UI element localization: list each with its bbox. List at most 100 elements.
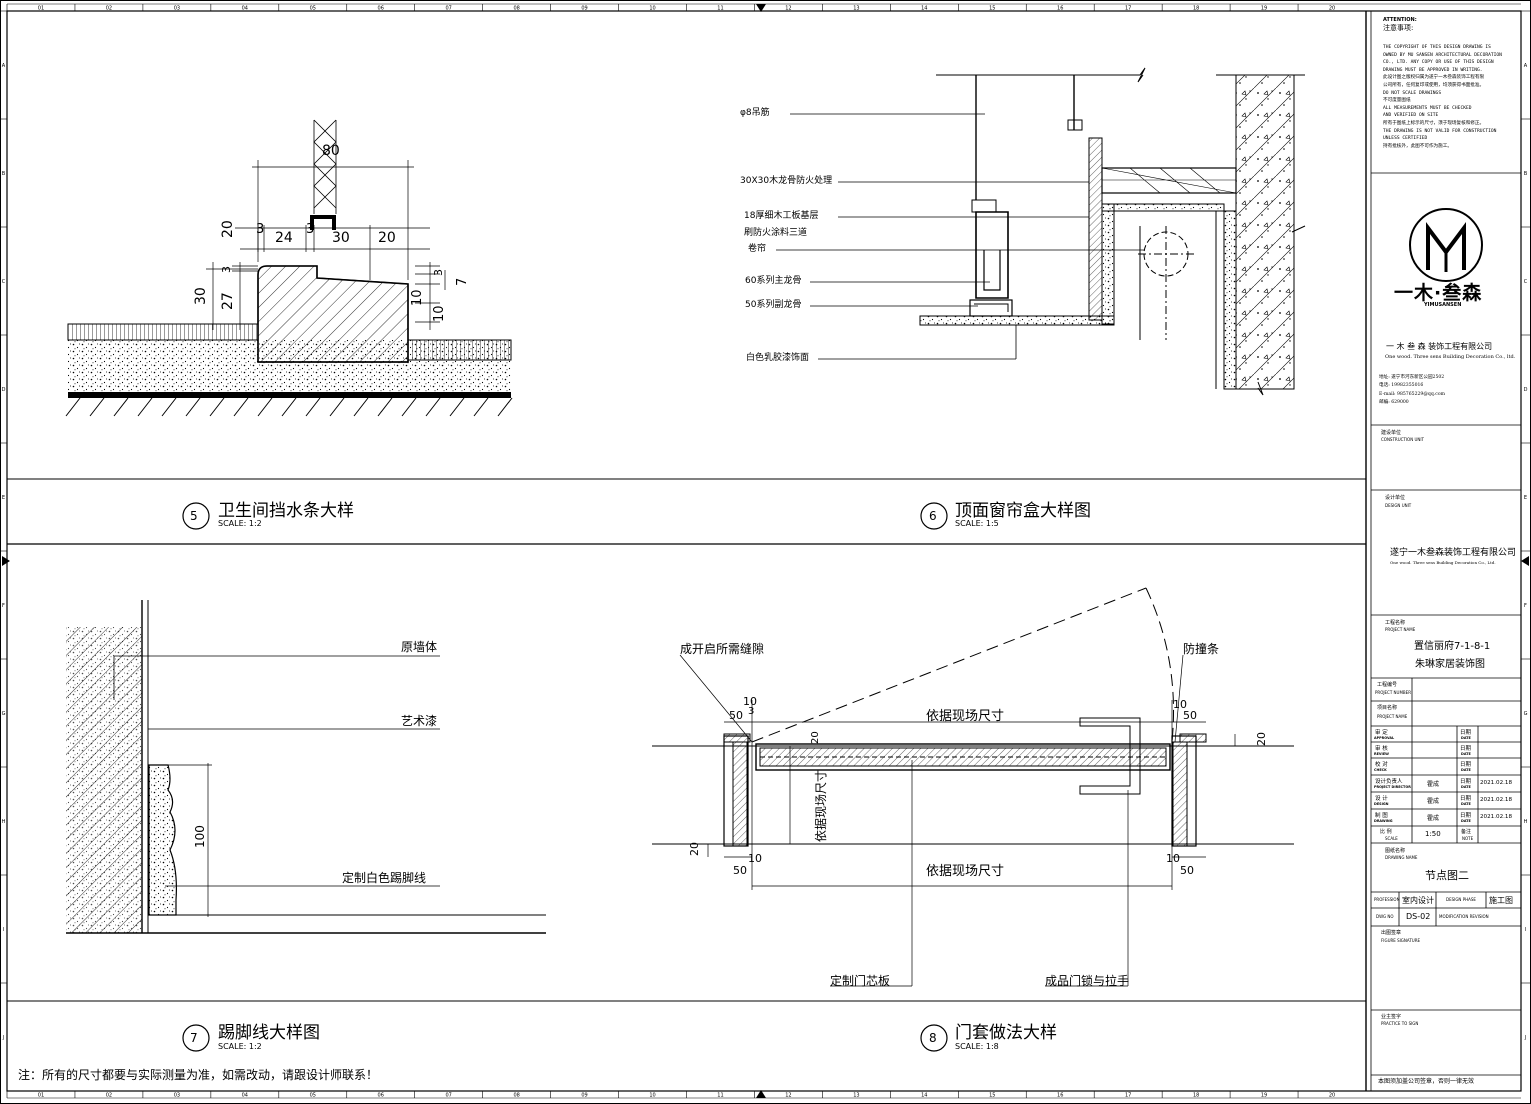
tb-company-cn: 一 木 叁 森 装饰工程有限公司 bbox=[1386, 342, 1493, 351]
grid-row-label: C bbox=[1524, 279, 1528, 285]
grid-column-label: 20 bbox=[1329, 1093, 1335, 1099]
d5-dim-3b: 3 bbox=[306, 222, 315, 237]
d6-label-sub-keel: 50系列副龙骨 bbox=[745, 300, 802, 310]
detail-number-circles bbox=[182, 502, 948, 1052]
grid-column-label: 11 bbox=[717, 1093, 723, 1099]
tb-design-unit-en: DESIGN UNIT bbox=[1385, 503, 1412, 508]
grid-column-label: 04 bbox=[242, 6, 248, 12]
d5-dim-20-top: 20 bbox=[378, 230, 396, 246]
grid-column-label: 01 bbox=[38, 1093, 44, 1099]
grid-column-label: 05 bbox=[310, 6, 316, 12]
d8-label-door-panel: 定制门芯板 bbox=[830, 974, 891, 988]
detail-6-title: 顶面窗帘盒大样图 bbox=[955, 501, 1091, 521]
d7-label-wall: 原墙体 bbox=[401, 640, 438, 654]
tb-row-date-en: DATE bbox=[1461, 784, 1471, 789]
d5-dim-3a: 3 bbox=[256, 222, 265, 237]
grid-row-label: E bbox=[2, 495, 5, 501]
d6-label-base-board: 18厚细木工板基层 bbox=[744, 211, 819, 221]
tb-attention-cn: 注意事项: bbox=[1383, 24, 1414, 32]
grid-column-label: 17 bbox=[1125, 6, 1131, 12]
grid-column-label: 14 bbox=[921, 6, 927, 12]
grid-column-label: 13 bbox=[853, 6, 859, 12]
tb-design-company-en: One wood. Three sens Building Decoration… bbox=[1390, 560, 1496, 565]
tb-row-role-en: REVIEW bbox=[1374, 752, 1389, 756]
tb-row-date: 2021.02.18 bbox=[1480, 796, 1513, 803]
grid-row-label: C bbox=[2, 279, 6, 285]
detail-6-drawing bbox=[776, 67, 1306, 396]
detail-7-scale: SCALE: 1:2 bbox=[218, 1042, 262, 1051]
grid-row-label: H bbox=[2, 819, 6, 825]
grid-row-label: I bbox=[1525, 927, 1526, 933]
tb-design-unit-cn: 设计单位 bbox=[1385, 495, 1406, 501]
grid-column-label: 04 bbox=[242, 1093, 248, 1099]
tb-note-line: THE DRAWING IS NOT VALID FOR CONSTRUCTIO… bbox=[1383, 128, 1497, 134]
tb-footer: 本图须加盖公司签章，否则一律无效 bbox=[1378, 1078, 1475, 1085]
d5-dim-24: 24 bbox=[275, 230, 293, 246]
tb-contact-line: 电话: 19982355016 bbox=[1379, 383, 1424, 389]
grid-column-label: 02 bbox=[106, 6, 112, 12]
tb-row-role-en: CHECK bbox=[1374, 768, 1387, 773]
grid-row-label: I bbox=[3, 927, 4, 933]
tb-project-number-cn: 工程编号 bbox=[1377, 682, 1398, 688]
d8-label-lock-handle: 成品门锁与拉手 bbox=[1045, 974, 1130, 988]
tb-row-role-cn: 制 图 bbox=[1375, 812, 1388, 819]
grid-row-label: D bbox=[1524, 387, 1528, 393]
grid-column-label: 10 bbox=[649, 1093, 655, 1099]
tb-row-date-cn: 日期 bbox=[1460, 812, 1472, 819]
d8-dim-50-br: 50 bbox=[1180, 864, 1194, 877]
tb-row-date-cn: 日期 bbox=[1460, 795, 1472, 802]
tb-attention-en: ATTENTION: bbox=[1383, 17, 1417, 23]
tb-note-line: THE COPYRIGHT OF THIS DESIGN DRAWING IS bbox=[1383, 45, 1491, 50]
tb-scale-en: SCALE bbox=[1385, 836, 1398, 841]
d5-dim-80: 80 bbox=[322, 143, 340, 159]
tb-scale-value: 1:50 bbox=[1425, 830, 1441, 838]
tb-drawing-name: 节点图二 bbox=[1425, 869, 1469, 882]
grid-column-label: 20 bbox=[1329, 6, 1335, 12]
grid-column-label: 02 bbox=[106, 1093, 112, 1099]
d8-label-gap: 成开启所需缝隙 bbox=[680, 642, 765, 656]
d6-label-roller-blind: 卷帘 bbox=[748, 244, 767, 254]
grid-column-label: 16 bbox=[1057, 6, 1063, 12]
tb-design-phase: 施工图 bbox=[1489, 896, 1513, 905]
detail-7-number: 7 bbox=[190, 1031, 198, 1045]
company-logo-mark bbox=[1409, 208, 1483, 282]
grid-column-label: 19 bbox=[1261, 1093, 1267, 1099]
tb-row-role-en: APPROVAL bbox=[1374, 736, 1395, 740]
detail-5-number: 5 bbox=[190, 509, 198, 523]
grid-column-label: 12 bbox=[785, 1093, 791, 1099]
tb-item-name-en: PROJECT NAME bbox=[1377, 714, 1408, 719]
d6-label-main-keel: 60系列主龙骨 bbox=[745, 276, 802, 286]
tb-row-role-cn: 设 计 bbox=[1375, 795, 1388, 802]
d5-dim-3-right: 3 bbox=[432, 269, 445, 276]
grid-column-label: 16 bbox=[1057, 1093, 1063, 1099]
grid-column-label: 19 bbox=[1261, 6, 1267, 12]
tb-row-date-cn: 日期 bbox=[1460, 762, 1472, 769]
grid-column-label: 15 bbox=[989, 1093, 995, 1099]
d7-dim-100: 100 bbox=[193, 825, 207, 848]
d8-dim-site-top: 依据现场尺寸 bbox=[926, 709, 1005, 724]
grid-row-label: G bbox=[2, 711, 6, 717]
grid-column-label: 14 bbox=[921, 1093, 927, 1099]
tb-revision-en: MODIFICATION REVISION bbox=[1439, 914, 1489, 919]
tb-row-role-en: PROJECT DIRECTOR bbox=[1374, 784, 1411, 789]
grid-row-label: H bbox=[1524, 819, 1528, 825]
tb-note-line: 此设计图之版权归属为遂宁一木叁森装饰工程有限 bbox=[1383, 75, 1485, 81]
d6-label-hanger: φ8吊筋 bbox=[740, 108, 770, 118]
grid-column-label: 01 bbox=[38, 6, 44, 12]
tb-row-role-en: DESIGN bbox=[1374, 801, 1389, 806]
tb-note-line: 公司所有，任何复印或使用，均须获得书面批准。 bbox=[1383, 82, 1485, 88]
tb-sign-cn: 出图签章 bbox=[1381, 930, 1402, 936]
tb-row-date-en: DATE bbox=[1461, 768, 1471, 773]
detail-6-number: 6 bbox=[929, 509, 937, 523]
grid-column-label: 10 bbox=[649, 6, 655, 12]
grid-column-label: 06 bbox=[378, 1093, 384, 1099]
tb-row-date-en: DATE bbox=[1461, 818, 1471, 823]
detail-8-number: 8 bbox=[929, 1031, 937, 1045]
